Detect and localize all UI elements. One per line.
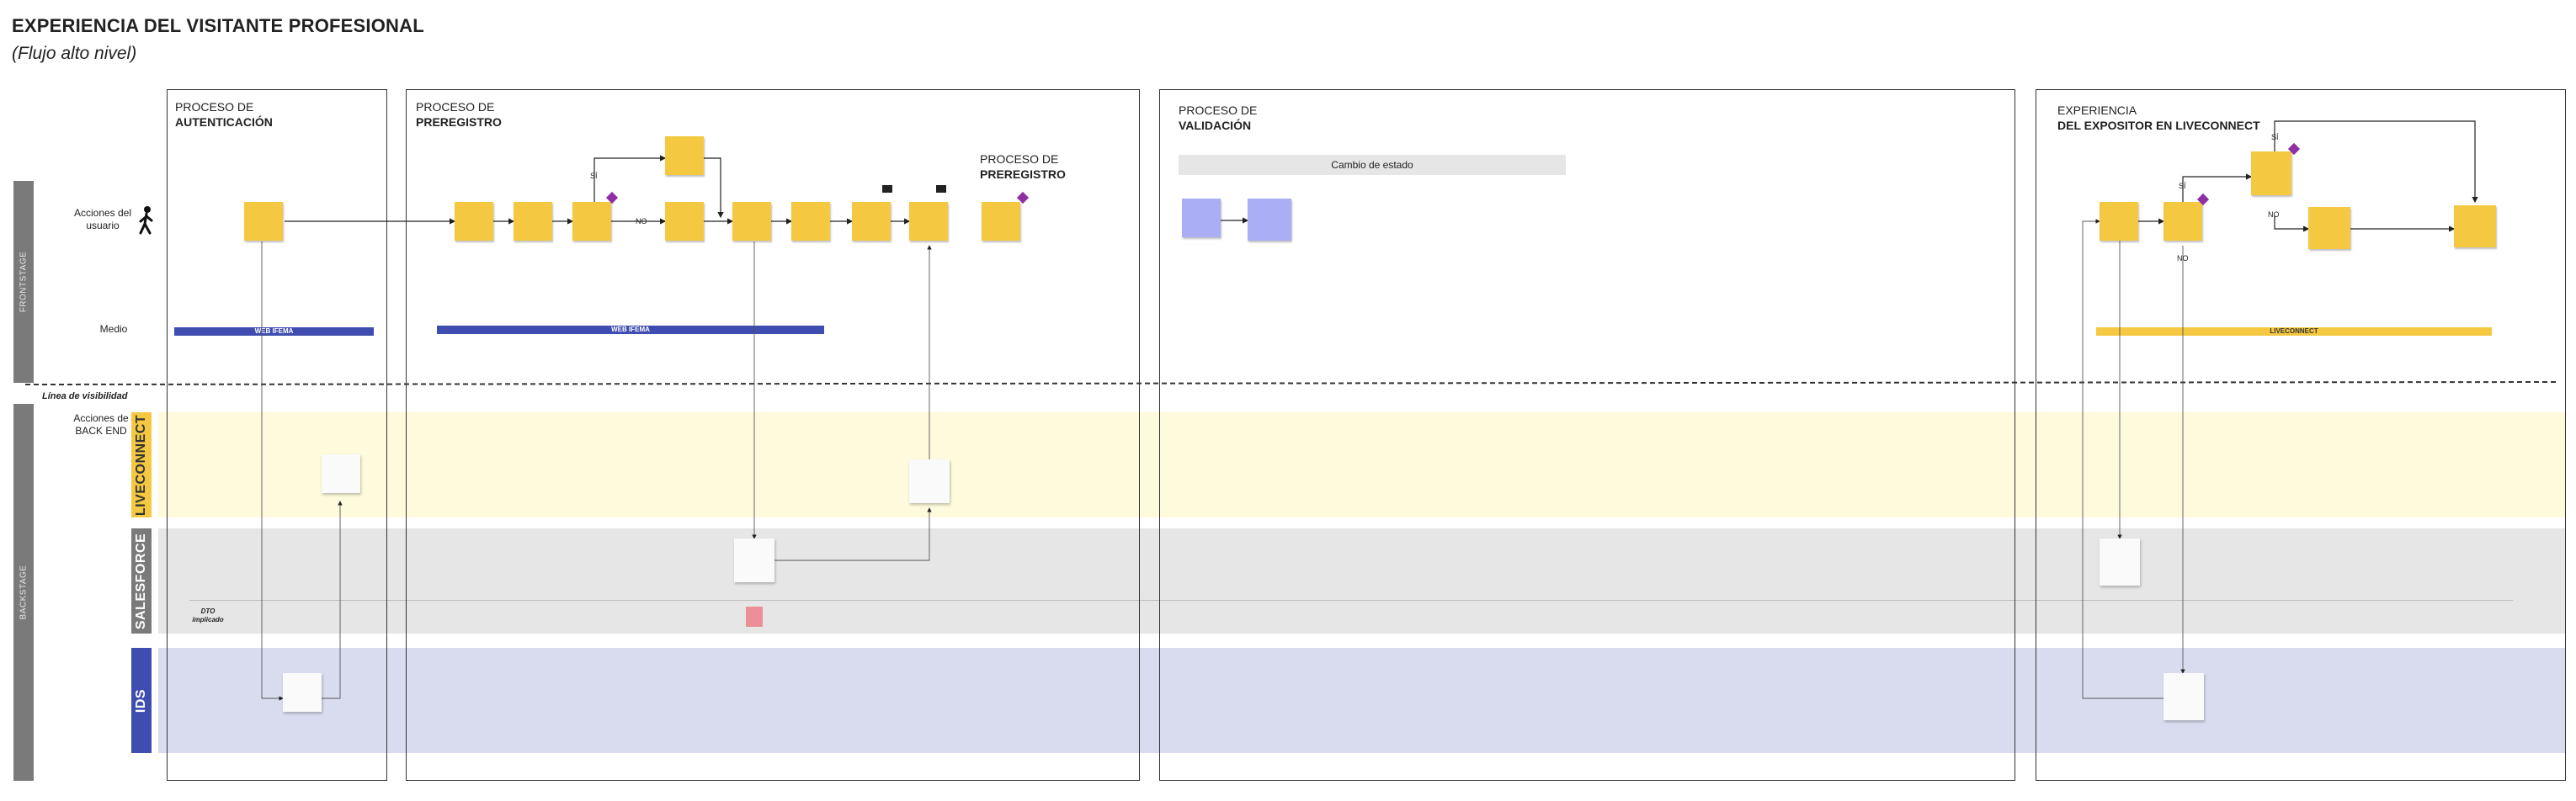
phase-experiencia-expositor: [2036, 89, 2566, 781]
flow-label-si-2: SÍ: [2179, 182, 2186, 190]
sticky-prereg-8[interactable]: [909, 202, 948, 241]
salesforce-band: [158, 528, 2566, 634]
sticky-exp-3[interactable]: [2251, 151, 2291, 195]
arrow-exp-si2: [2274, 120, 2478, 204]
sticky-auth-1[interactable]: [244, 202, 283, 241]
sticky-exp-ids[interactable]: [2164, 673, 2204, 720]
phase-preregistro: [406, 89, 1140, 781]
sticky-auth-ids[interactable]: [283, 673, 322, 712]
arrow-ids-loop: [2082, 219, 2164, 699]
visibility-line-label: Línea de visibilidad: [42, 391, 128, 401]
sticky-exp-1[interactable]: [2100, 202, 2138, 241]
arrow-prereg-merge: [704, 157, 724, 219]
flow-label-no-1: NO: [636, 217, 647, 225]
sticky-prereg-si[interactable]: [665, 136, 704, 175]
sticky-exp-5[interactable]: [2454, 205, 2496, 247]
sticky-prereg-7[interactable]: [852, 202, 891, 241]
arrow-auth-to-ids: [261, 241, 284, 701]
arrow-prereg-si: [593, 155, 667, 202]
row-label-acciones-backend: Acciones de BACK END: [73, 412, 129, 437]
flow-label-si-1: SÍ: [590, 172, 598, 180]
arrow-exp-no: [2274, 215, 2310, 232]
sticky-prereg-5[interactable]: [732, 202, 771, 241]
visibility-line: [24, 381, 2560, 385]
sticky-auth-liveconnect[interactable]: [322, 454, 360, 493]
page-subtitle: (Flujo alto nivel): [12, 44, 137, 63]
salesforce-lane-tag: SALESFORCE: [131, 528, 152, 634]
sticky-prereg-3[interactable]: [572, 202, 611, 241]
sticky-prereg-dto[interactable]: [746, 607, 763, 627]
medio-bar-web-ifema-1: WEB IFEMA: [174, 327, 374, 336]
phase-validacion: [1159, 89, 2015, 781]
phase-autenticacion: [167, 89, 387, 781]
arrow-exp-si: [2182, 173, 2253, 202]
arrow-ids-to-liveconnect: [322, 501, 343, 699]
sticky-prereg-1[interactable]: [455, 202, 493, 241]
liveconnect-band: [158, 412, 2566, 517]
sticky-exp-2[interactable]: [2164, 202, 2202, 241]
row-label-dto-implicado: DTO implicado: [192, 607, 224, 623]
dto-divider: [189, 600, 2513, 601]
sticky-prereg-salesforce[interactable]: [734, 538, 774, 582]
sticky-prereg-9[interactable]: [982, 202, 1020, 241]
sticky-prereg-6[interactable]: [791, 202, 830, 241]
backstage-sidebar: BACKSTAGE: [13, 404, 34, 781]
liveconnect-lane-tag: LIVECONNECT: [131, 412, 152, 517]
row-label-acciones-usuario: Acciones del usuario: [73, 207, 132, 231]
flow-label-si-3: SÍ: [2271, 133, 2279, 141]
medio-bar-liveconnect: LIVECONNECT: [2096, 327, 2492, 336]
ids-lane-tag: IDS: [131, 648, 152, 753]
email-icon-1: [882, 185, 892, 193]
person-icon: [138, 205, 155, 236]
arrow-salesforce-to-liveconnect: [774, 507, 932, 561]
sticky-valid-1[interactable]: [1182, 199, 1221, 237]
sticky-exp-4[interactable]: [2308, 207, 2350, 249]
page-title: EXPERIENCIA DEL VISITANTE PROFESIONAL: [12, 15, 424, 36]
row-label-medio: Medio: [99, 323, 128, 335]
sticky-exp-salesforce[interactable]: [2100, 538, 2140, 586]
cambio-estado-bar: Cambio de estado: [1179, 155, 1566, 175]
sticky-prereg-liveconnect[interactable]: [909, 459, 950, 503]
sticky-valid-2[interactable]: [1248, 199, 1291, 241]
medio-bar-web-ifema-2: WEB IFEMA: [437, 326, 824, 334]
flow-label-no-2: NO: [2177, 254, 2189, 263]
frontstage-sidebar: FRONTSTAGE: [13, 181, 34, 383]
sticky-prereg-4[interactable]: [665, 202, 704, 241]
email-icon-2: [936, 185, 946, 193]
flow-label-no-3: NO: [2268, 210, 2280, 219]
sticky-prereg-2[interactable]: [514, 202, 552, 241]
